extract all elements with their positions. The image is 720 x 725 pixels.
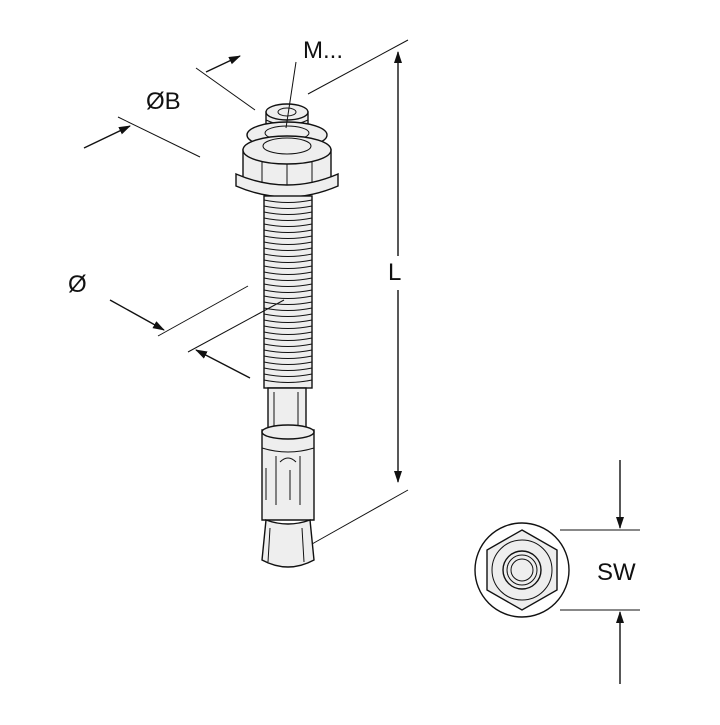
- thread-line: [263, 217, 313, 221]
- thread-line: [263, 259, 313, 263]
- thread-line: [263, 301, 313, 305]
- thread-line: [263, 343, 313, 347]
- thread-line: [263, 265, 313, 269]
- neck-shading: [273, 392, 299, 428]
- washer-outline: [474, 522, 570, 618]
- hex-chamfer-circle: [491, 539, 553, 601]
- thread-line: [263, 271, 313, 275]
- thread-line: [263, 289, 313, 293]
- washer-arrow-1: [205, 55, 241, 73]
- shank-arrow-1: [109, 299, 165, 331]
- thread-label: M...: [303, 37, 343, 64]
- length-label: L: [388, 259, 401, 286]
- length-ext-line-top: [307, 39, 409, 95]
- thread-stub-top: [265, 103, 309, 121]
- thread-line: [263, 199, 313, 203]
- washer-ext-line-1: [195, 67, 256, 111]
- sleeve-slots: [265, 456, 301, 505]
- sleeve-top-ring: [261, 424, 315, 440]
- sleeve-clip: [279, 457, 297, 500]
- shank-diameter-label: Ø: [68, 271, 87, 298]
- washer-ext-line-2: [117, 116, 201, 158]
- thread-line: [263, 379, 313, 383]
- thread-line: [263, 211, 313, 215]
- thread-line: [263, 325, 313, 329]
- cone-tip: [261, 519, 315, 568]
- thread-line: [263, 295, 313, 299]
- shank-ext-line-1: [157, 285, 249, 337]
- thread-line: [263, 337, 313, 341]
- wrench-size-label: SW: [597, 559, 636, 586]
- thread-line: [263, 355, 313, 359]
- bolt-body: [235, 103, 339, 568]
- washer-diameter-dimension: ØB: [83, 55, 256, 158]
- thread-line: [263, 229, 313, 233]
- thread-line: [263, 349, 313, 353]
- bolt-end-mid: [506, 554, 538, 586]
- thread-line: [263, 205, 313, 209]
- thread-line: [263, 277, 313, 281]
- thread-line: [263, 283, 313, 287]
- shank-arrow-2: [195, 349, 251, 379]
- bolt-end-core: [510, 558, 534, 582]
- wrench-size-dimension: SW: [560, 460, 640, 684]
- thread-dimension: M...: [285, 37, 343, 129]
- thread-line: [263, 235, 313, 239]
- thread-line: [263, 313, 313, 317]
- shank-threads: [263, 199, 313, 383]
- thread-line: [263, 367, 313, 371]
- length-ext-line-bottom: [311, 489, 409, 545]
- hex-nut-top: [242, 135, 332, 165]
- nut-washer-flange: [235, 172, 339, 198]
- shank-diameter-dimension: Ø: [68, 271, 285, 379]
- washer-arrow-2: [83, 125, 131, 149]
- thread-line: [263, 241, 313, 245]
- thread-leader-line: [285, 61, 297, 129]
- bolt-end-outer: [502, 550, 542, 590]
- length-dimension: L: [307, 39, 409, 545]
- hex-end-view: [474, 522, 570, 618]
- washer-diameter-label: ØB: [146, 88, 181, 115]
- expansion-sleeve: [261, 429, 315, 521]
- thread-line: [263, 361, 313, 365]
- shank-ext-line-2: [187, 299, 285, 353]
- thread-line: [263, 319, 313, 323]
- sleeve-ring-2: [261, 447, 315, 453]
- hex-nut-bore: [262, 137, 312, 155]
- thread-stub-core: [277, 107, 297, 117]
- thread-line: [263, 331, 313, 335]
- thread-line: [263, 253, 313, 257]
- thread-line: [263, 247, 313, 251]
- cone-shading: [267, 527, 305, 563]
- thread-line: [263, 223, 313, 227]
- thread-line: [263, 373, 313, 377]
